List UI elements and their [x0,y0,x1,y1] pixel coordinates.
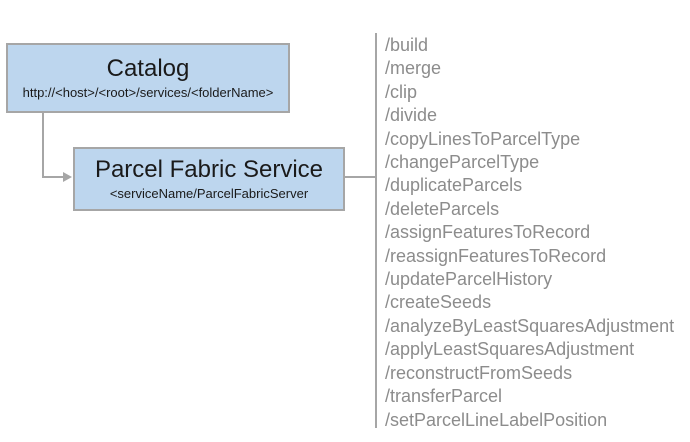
catalog-title: Catalog [106,55,190,82]
endpoint-item-update-parcel-history: /updateParcelHistory [385,269,553,290]
endpoint-item-divide: /divide [385,105,438,126]
endpoint-item-set-parcel-line-label-position: /setParcelLineLabelPosition [385,409,608,430]
endpoint-item-reassign-features-to-record: /reassignFeaturesToRecord [385,245,607,266]
endpoint-item-change-parcel-type: /changeParcelType [385,152,540,173]
catalog-url-pattern: http://<host>/<root>/services/<folderNam… [22,85,274,100]
endpoint-list-vertical-rule [375,33,377,428]
connector-catalog-vertical-line [42,113,44,177]
endpoint-item-copy-lines-to-parcel-type: /copyLinesToParcelType [385,128,581,149]
endpoint-item-create-seeds: /createSeeds [385,292,492,313]
endpoint-item-duplicate-parcels: /duplicateParcels [385,175,523,196]
endpoint-item-analyze-by-least-squares-adjustment: /analyzeByLeastSquaresAdjustment [385,315,675,336]
endpoint-item-merge: /merge [385,58,442,79]
endpoint-item-apply-least-squares-adjustment: /applyLeastSquaresAdjustment [385,339,635,360]
endpoint-item-build: /build [385,35,429,55]
connector-service-to-list-line [345,176,375,178]
endpoint-item-clip: /clip [385,81,418,102]
parcel-fabric-service-box: Parcel Fabric Service <serviceName/Parce… [73,147,345,211]
service-title: Parcel Fabric Service [94,156,324,183]
endpoint-list: /build /merge /clip /divide /copyLinesTo… [385,34,674,432]
endpoint-item-reconstruct-from-seeds: /reconstructFromSeeds [385,362,573,383]
connector-catalog-horizontal-line [42,176,65,178]
endpoint-item-transfer-parcel: /transferParcel [385,386,503,407]
endpoint-item-delete-parcels: /deleteParcels [385,198,500,219]
catalog-box: Catalog http://<host>/<root>/services/<f… [6,43,290,113]
endpoint-item-assign-features-to-record: /assignFeaturesToRecord [385,222,591,243]
arrowhead-right-icon [63,172,72,182]
service-url-pattern: <serviceName/ParcelFabricServer [109,186,309,201]
